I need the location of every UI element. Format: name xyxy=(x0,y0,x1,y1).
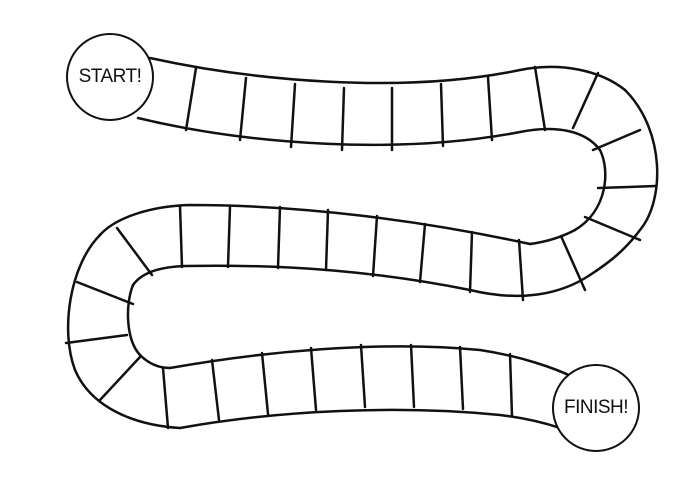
track-divider xyxy=(260,351,270,416)
track-divider xyxy=(583,215,642,242)
start-label: START! xyxy=(78,66,142,87)
track-divider xyxy=(533,65,547,132)
track-edge-bottom-lower xyxy=(178,408,562,430)
track-divider xyxy=(458,345,465,411)
track-divider xyxy=(324,208,330,272)
track-divider xyxy=(238,76,248,142)
track-divider xyxy=(115,226,154,277)
track-edge-top-outer xyxy=(148,56,627,92)
finish-circle[interactable]: FINISH! xyxy=(552,364,640,452)
track-divider xyxy=(591,128,642,152)
track-edge-left-inner xyxy=(126,283,172,370)
track-divider xyxy=(371,214,379,278)
track-divider xyxy=(184,66,198,132)
track-edge-right-inner xyxy=(528,148,607,246)
track-edge-middle-lower xyxy=(131,264,592,298)
track-divider xyxy=(486,75,494,142)
track-divider xyxy=(517,238,525,302)
track-divider xyxy=(289,82,297,149)
track-divider xyxy=(98,355,142,402)
track-divider xyxy=(359,343,367,409)
track-divider xyxy=(210,358,221,422)
track-edge-left-outer xyxy=(66,233,182,430)
track-edge-top-inner xyxy=(136,116,602,152)
track-divider xyxy=(439,82,445,148)
track-divider xyxy=(418,222,427,284)
track-divider xyxy=(571,71,600,130)
track-edge-middle-upper xyxy=(98,203,532,246)
track-divider xyxy=(596,184,658,190)
track-divider xyxy=(75,280,135,306)
track-divider xyxy=(340,86,346,152)
start-circle[interactable]: START! xyxy=(66,33,154,121)
track-divider xyxy=(64,333,129,345)
track-divider xyxy=(226,204,232,269)
track-divider xyxy=(309,346,318,412)
track-edge-bottom-upper xyxy=(168,345,577,380)
track-divider xyxy=(559,234,587,292)
finish-label: FINISH! xyxy=(563,397,629,418)
track-divider xyxy=(508,352,514,418)
track-divider xyxy=(409,343,416,409)
track-divider xyxy=(161,366,170,430)
track-divider xyxy=(178,204,184,269)
track-divider xyxy=(468,230,474,294)
track-edge-right-outer xyxy=(588,88,659,277)
track-divider xyxy=(276,205,282,270)
